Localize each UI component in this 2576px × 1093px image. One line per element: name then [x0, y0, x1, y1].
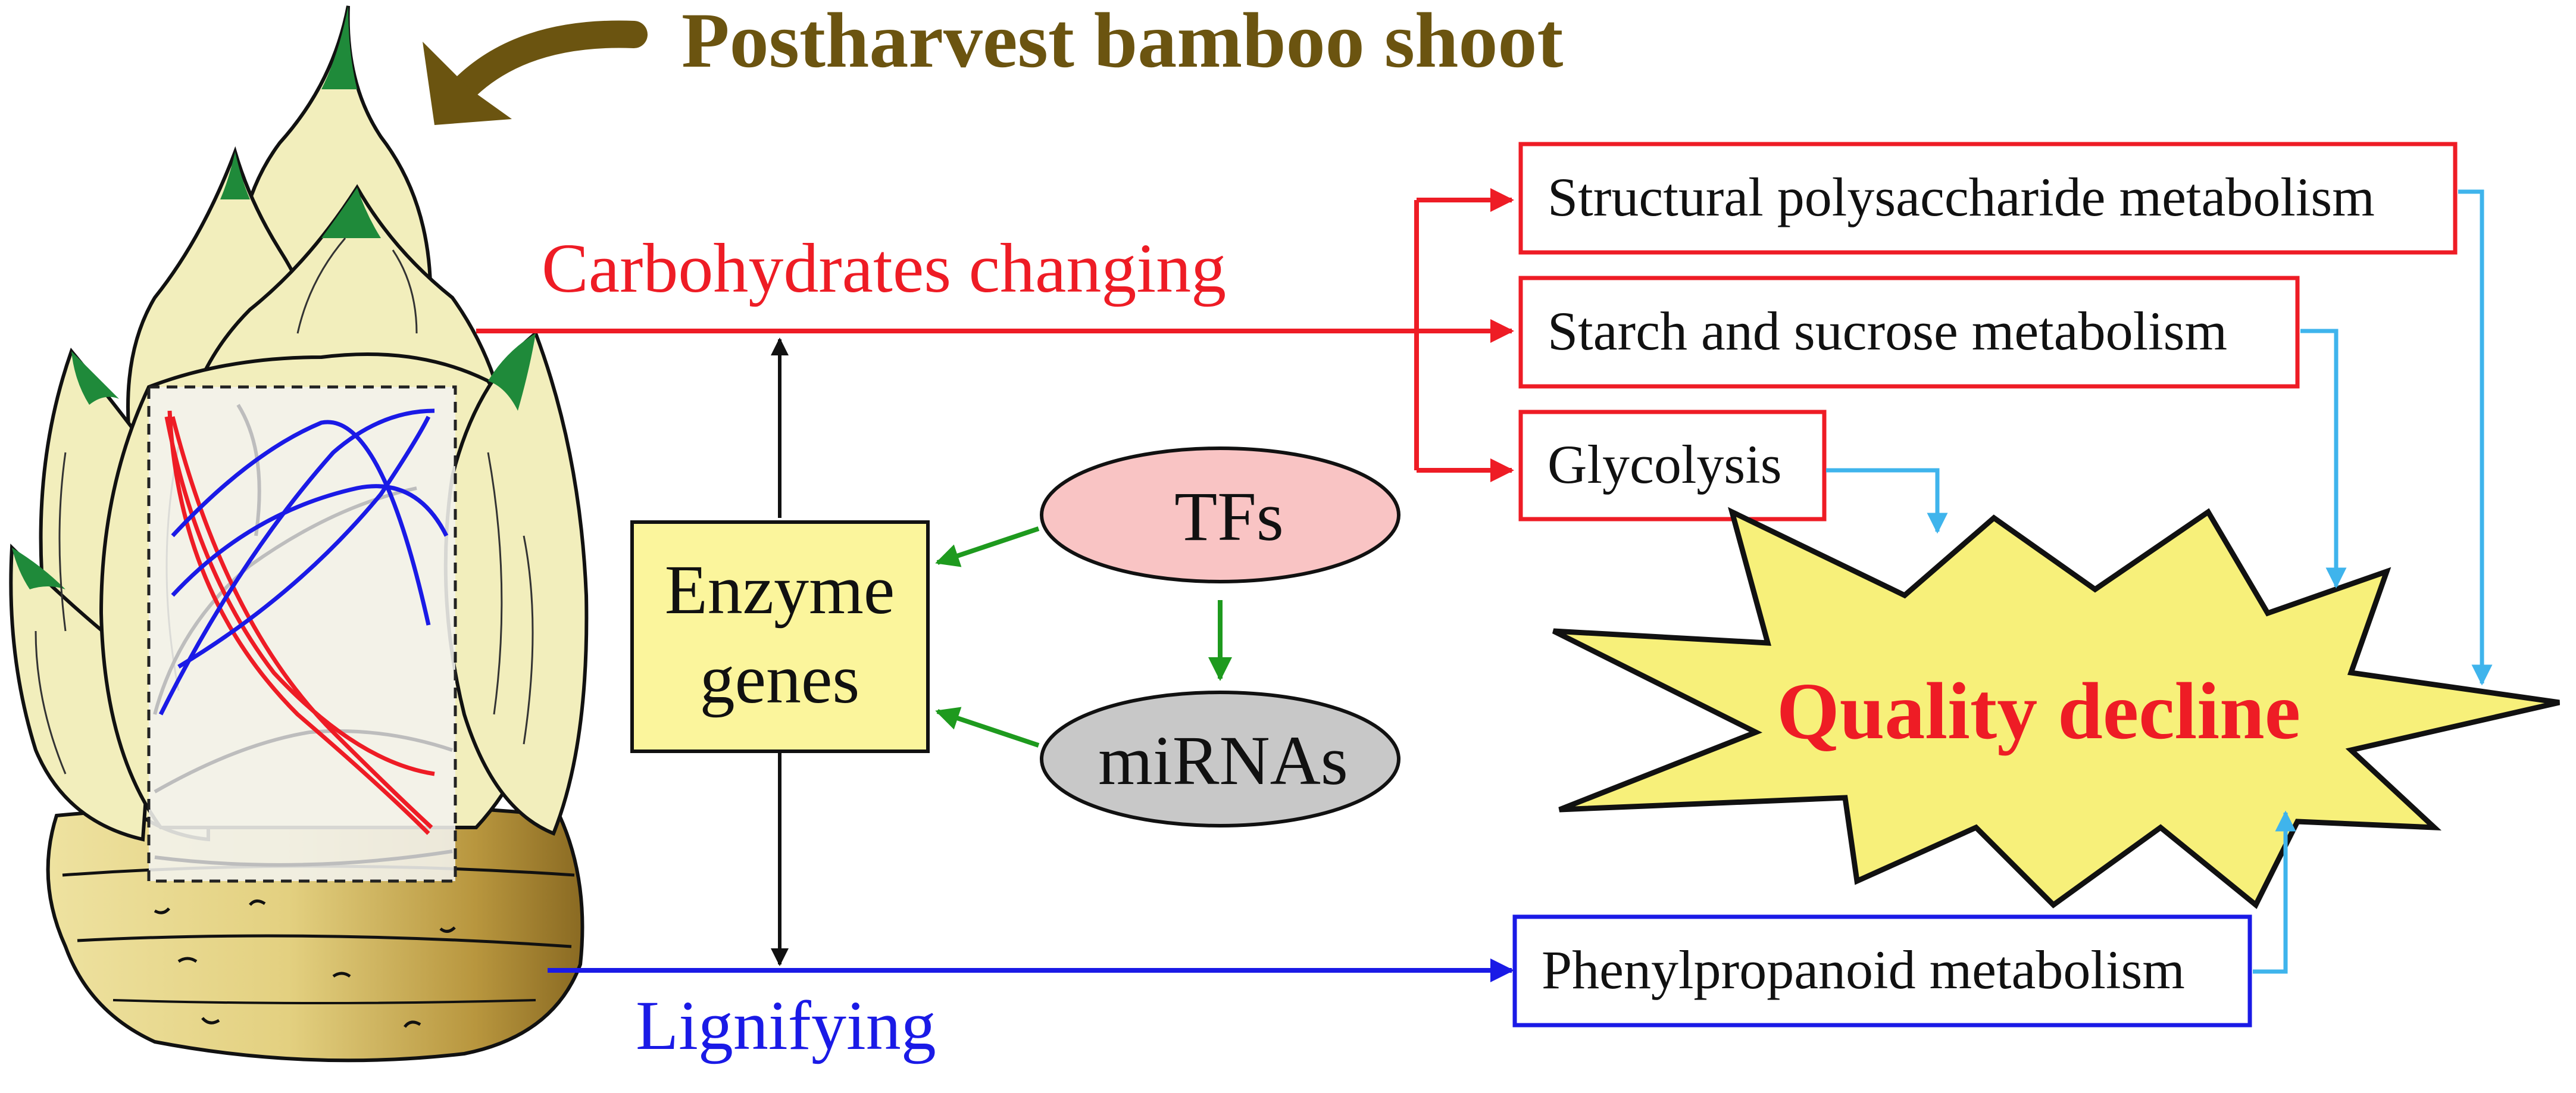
starch-to-quality-arrow: [2300, 329, 2347, 589]
lignin-fiber: [177, 416, 431, 669]
tfs-to-enzyme-arrow: [935, 526, 1040, 567]
bamboo-shoot-illustration: [9, 5, 589, 1063]
glycolysis-to-quality-arrow: [1826, 468, 1948, 534]
diagram-title: Postharvest bamboo shoot: [681, 0, 1563, 84]
structural-polysaccharide-label: Structural polysaccharide metabolism: [1548, 167, 2375, 227]
lignifying-label: Lignifying: [636, 986, 936, 1064]
glycolysis-label: Glycolysis: [1548, 434, 1782, 495]
phenylpropanoid-to-quality-arrow: [2253, 810, 2296, 974]
mirnas-label: miRNAs: [1098, 722, 1348, 800]
starch-sucrose-label: Starch and sucrose metabolism: [1548, 301, 2227, 361]
tfs-label: TFs: [1174, 477, 1284, 555]
enzyme-genes-label-line2: genes: [700, 640, 860, 718]
lignin-fiber: [171, 420, 431, 626]
enzyme-genes-label-line1: Enzyme: [665, 551, 895, 629]
lignin-fiber: [171, 484, 449, 597]
glycolysis-box: [1518, 410, 1827, 521]
phenylpropanoid-box: [1512, 914, 2252, 1028]
section-window: [147, 385, 457, 883]
title-arrow-shaft: [439, 20, 648, 115]
shoot-sheath-lower-left: [9, 544, 157, 842]
phenylpropanoid-label: Phenylpropanoid metabolism: [1542, 939, 2185, 1000]
enzyme-genes-box: [630, 520, 930, 753]
quality-decline-burst: [1552, 507, 2561, 910]
structural-to-quality-arrow: [2458, 189, 2493, 686]
structural-polysaccharide-box: [1518, 142, 2458, 255]
quality-decline-label: Quality decline: [1777, 667, 2300, 756]
carbohydrate-fiber: [167, 410, 430, 835]
carbohydrates-changing-label: Carbohydrates changing: [542, 229, 1226, 307]
tfs-ellipse: [1040, 446, 1400, 583]
mirnas-to-enzyme-arrow: [935, 707, 1040, 748]
starch-sucrose-box: [1518, 276, 2300, 389]
carbohydrate-fiber: [170, 416, 433, 829]
title-arrow-head: [423, 42, 512, 125]
mirnas-ellipse: [1040, 691, 1400, 827]
carbohydrate-fiber: [164, 416, 435, 776]
lignin-fiber: [158, 408, 435, 716]
